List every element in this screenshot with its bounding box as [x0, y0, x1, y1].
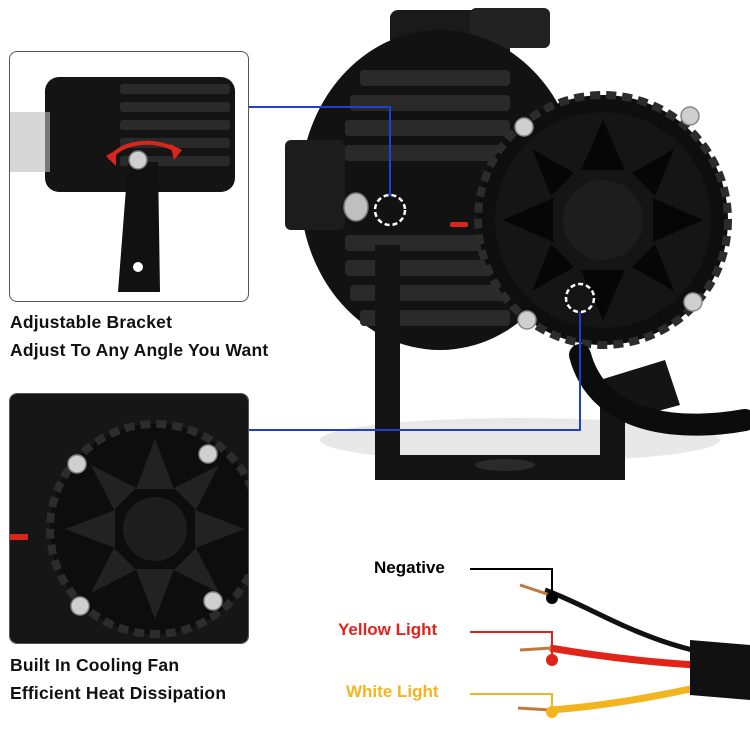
bracket-inset-illustration [10, 77, 235, 292]
caption-fan-title: Built In Cooling Fan [10, 655, 180, 675]
wire-label-negative: Negative [374, 558, 445, 577]
wire-label-white-light: White Light [346, 682, 439, 701]
fan-inset-illustration [10, 394, 248, 643]
caption-fan-subtitle: Efficient Heat Dissipation [10, 683, 227, 703]
caption-bracket-subtitle: Adjust To Any Angle You Want [10, 340, 269, 360]
fan-inset [9, 393, 249, 644]
wire-label-yellow-light: Yellow Light [338, 620, 438, 639]
bracket-inset [9, 51, 249, 302]
caption-bracket-title: Adjustable Bracket [10, 312, 173, 332]
